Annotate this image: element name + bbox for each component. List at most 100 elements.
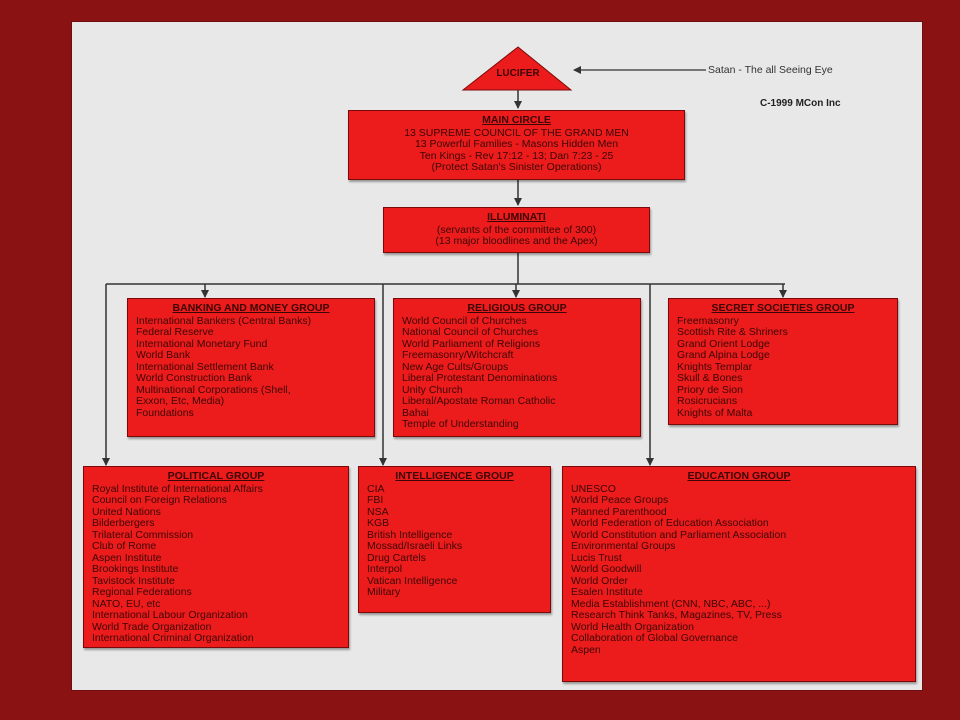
list-item: Drug Cartels [367, 551, 426, 564]
list-item: International Labour Organization [92, 609, 248, 621]
list-item: Federal Reserve [136, 326, 214, 338]
illuminati-box: ILLUMINATI (servants of the committee of… [383, 207, 650, 253]
list-item: Interpol [367, 563, 403, 575]
list-item: Brookings Institute [92, 563, 179, 575]
list-item: Military [367, 586, 401, 598]
list-item: World Federation of Education Associatio… [571, 517, 769, 529]
list-item: Temple of Understanding [402, 418, 519, 430]
list-item: Knights Templar [677, 360, 753, 373]
list-item: Foundations [136, 406, 194, 419]
list-item: Regional Federations [92, 586, 192, 598]
religious-group-box: RELIGIOUS GROUP World Council of Churche… [393, 298, 641, 437]
apex-note: Satan - The all Seeing Eye [708, 64, 833, 76]
list-item: Exxon, Etc, Media) [136, 395, 225, 407]
list-item: Aspen [571, 643, 601, 656]
list-item: World Construction Bank [136, 372, 252, 384]
box-title: BANKING AND MONEY GROUP [172, 302, 330, 314]
list-item: Ten Kings - Rev 17:12 - 13; Dan 7:23 - 2… [419, 149, 614, 162]
list-item: Rosicrucians [677, 395, 738, 407]
list-item: (servants of the committee of 300) [436, 223, 597, 236]
list-item: Media Establishment (CNN, NBC, ABC, ...) [571, 597, 771, 610]
list-item: CIA [367, 482, 385, 495]
political-group-box: POLITICAL GROUP Royal Institute of Inter… [83, 466, 349, 648]
list-item: Skull & Bones [677, 372, 743, 384]
list-item: British Intelligence [367, 528, 453, 541]
list-item: Bilderbergers [92, 517, 155, 529]
list-item: Grand Orient Lodge [677, 337, 770, 350]
list-item: UNESCO [571, 482, 616, 495]
box-lines: International Bankers (Central Banks)Fed… [136, 314, 366, 420]
banking-group-box: BANKING AND MONEY GROUP International Ba… [127, 298, 375, 437]
list-item: Priory de Sion [677, 383, 743, 396]
copyright-notice: C-1999 MCon Inc [760, 98, 841, 109]
list-item: World Parliament of Religions [402, 337, 541, 350]
apex-label: LUCIFER [496, 68, 540, 79]
list-item: International Criminal Organization [92, 632, 254, 644]
list-item: Lucis Trust [571, 551, 622, 564]
list-item: (Protect Satan's Sinister Operations) [431, 161, 602, 173]
list-item: Tavistock Institute [92, 574, 175, 587]
list-item: Council on Foreign Relations [92, 494, 227, 506]
list-item: (13 major bloodlines and the Apex) [435, 235, 598, 247]
list-item: Multinational Corporations (Shell, [136, 383, 291, 396]
box-title: RELIGIOUS GROUP [467, 302, 567, 314]
list-item: International Settlement Bank [136, 360, 274, 373]
list-item: Grand Alpina Lodge [677, 349, 770, 361]
list-item: New Age Cults/Groups [402, 360, 509, 373]
list-item: Bahai [402, 406, 429, 419]
list-item: 13 SUPREME COUNCIL OF THE GRAND MEN [404, 126, 629, 139]
list-item: Knights of Malta [677, 406, 753, 419]
list-item: FBI [367, 494, 384, 506]
list-item: NSA [367, 505, 389, 518]
list-item: Esalen Institute [571, 586, 643, 598]
list-item: Freemasonry [677, 314, 739, 327]
box-title: POLITICAL GROUP [167, 470, 265, 482]
list-item: World Order [571, 574, 628, 587]
box-lines: Royal Institute of International Affairs… [92, 482, 340, 645]
list-item: World Goodwill [571, 563, 642, 575]
list-item: United Nations [92, 505, 161, 518]
list-item: Research Think Tanks, Magazines, TV, Pre… [571, 609, 782, 621]
box-title: EDUCATION GROUP [687, 470, 791, 482]
list-item: Unity Church [402, 383, 463, 396]
list-item: World Trade Organization [92, 620, 212, 633]
list-item: Club of Rome [92, 540, 157, 552]
box-title: SECRET SOCIETIES GROUP [711, 302, 855, 314]
list-item: NATO, EU, etc [92, 597, 161, 610]
main-circle-box: MAIN CIRCLE 13 SUPREME COUNCIL OF THE GR… [348, 110, 685, 180]
list-item: Planned Parenthood [571, 505, 667, 518]
list-item: KGB [367, 517, 390, 529]
list-item: Mossad/Israeli Links [367, 540, 463, 552]
list-item: World Council of Churches [402, 314, 527, 327]
list-item: International Monetary Fund [136, 337, 268, 350]
list-item: Environmental Groups [571, 540, 676, 552]
list-item: Liberal Protestant Denominations [402, 372, 558, 384]
box-lines: (servants of the committee of 300)(13 ma… [392, 223, 641, 248]
list-item: Aspen Institute [92, 551, 162, 564]
list-item: Royal Institute of International Affairs [92, 482, 263, 495]
list-item: 13 Powerful Families - Masons Hidden Men [414, 138, 619, 150]
list-item: Freemasonry/Witchcraft [402, 349, 514, 361]
box-title: ILLUMINATI [487, 211, 546, 223]
list-item: World Peace Groups [571, 494, 669, 506]
box-title: MAIN CIRCLE [482, 114, 551, 126]
list-item: World Constitution and Parliament Associ… [571, 528, 787, 541]
list-item: World Health Organization [571, 620, 694, 633]
list-item: International Bankers (Central Banks) [136, 314, 312, 327]
list-item: Scottish Rite & Shriners [677, 326, 788, 338]
list-item: National Council of Churches [402, 326, 538, 338]
list-item: Trilateral Commission [92, 528, 194, 541]
list-item: Collaboration of Global Governance [571, 632, 738, 644]
box-title: INTELLIGENCE GROUP [395, 470, 514, 482]
list-item: Liberal/Apostate Roman Catholic [402, 395, 556, 407]
list-item: Vatican Intelligence [367, 574, 458, 587]
list-item: World Bank [136, 349, 191, 361]
